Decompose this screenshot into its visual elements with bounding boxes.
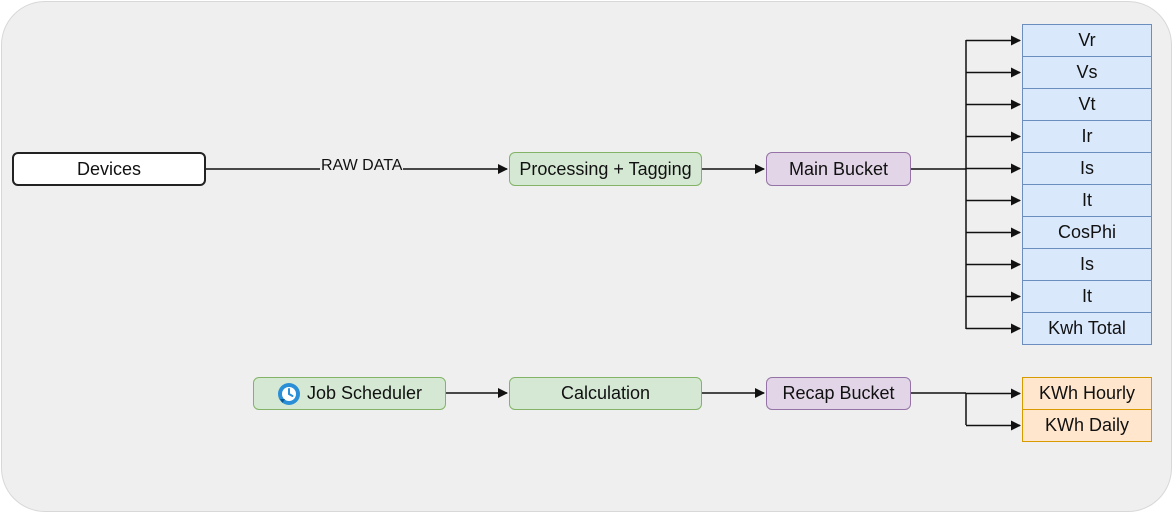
job-scheduler-label: Job Scheduler (306, 383, 423, 403)
main-field-box: It (1022, 280, 1152, 313)
main-field-box: Vr (1022, 24, 1152, 57)
recap-field-box: KWh Hourly (1022, 377, 1152, 410)
main-field-box: Is (1022, 152, 1152, 185)
job-scheduler-node: Job Scheduler (253, 377, 446, 410)
main-field-box: Kwh Total (1022, 312, 1152, 345)
recap-field-box: KWh Daily (1022, 409, 1152, 442)
calculation-node: Calculation (509, 377, 702, 410)
main-field-box: Ir (1022, 120, 1152, 153)
main-field-box: CosPhi (1022, 216, 1152, 249)
clock-refresh-icon (277, 382, 300, 405)
recap-bucket-node: Recap Bucket (766, 377, 911, 410)
main-field-box: Vt (1022, 88, 1152, 121)
processing-tagging-node: Processing + Tagging (509, 152, 702, 186)
main-field-box: It (1022, 184, 1152, 217)
main-field-box: Is (1022, 248, 1152, 281)
main-bucket-node: Main Bucket (766, 152, 911, 186)
raw-data-label: RAW DATA (320, 157, 404, 175)
devices-node: Devices (12, 152, 206, 186)
main-field-box: Vs (1022, 56, 1152, 89)
